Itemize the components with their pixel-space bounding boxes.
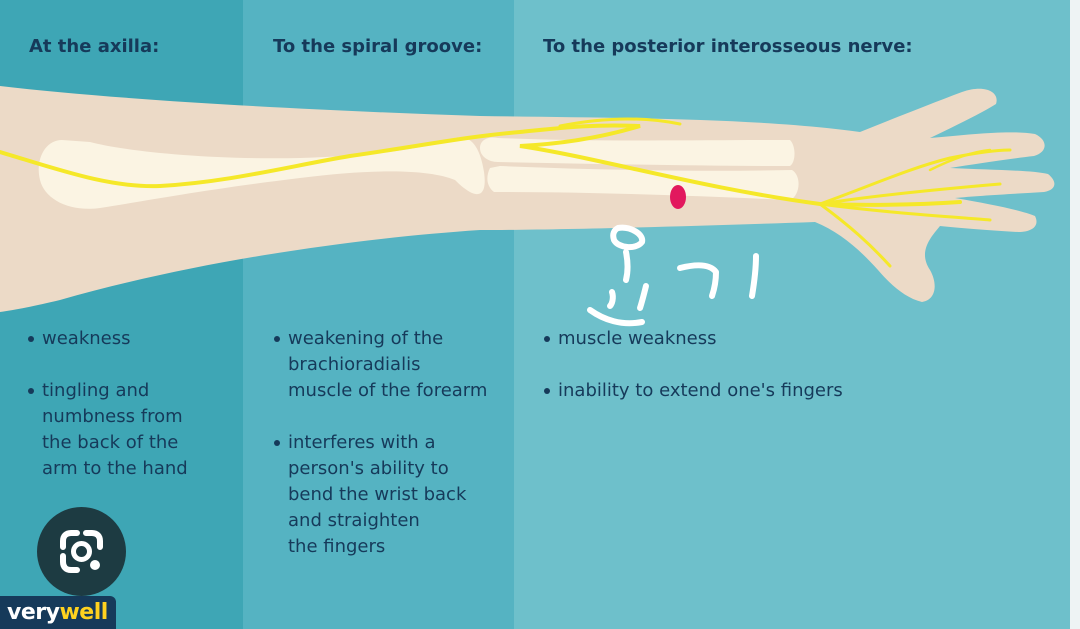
handwriting-annotation	[587, 224, 759, 327]
screen-edge-strip	[1070, 0, 1080, 629]
list-item: muscle weakness	[544, 326, 1044, 352]
list-item: weakness	[28, 326, 238, 352]
nerve-branch	[818, 182, 1002, 206]
brand-logo-part-2: well	[59, 600, 108, 625]
list-item: interferes with a person's ability to be…	[274, 430, 509, 560]
brand-logo: verywell	[0, 596, 116, 629]
heading-posterior-interosseous: To the posterior interosseous nerve:	[543, 36, 913, 57]
radius-bone	[480, 137, 795, 166]
list-item: tingling and numbness from the back of t…	[28, 378, 238, 482]
radial-nerve	[0, 123, 962, 207]
nerve-branch	[818, 148, 1012, 206]
heading-axilla: At the axilla:	[29, 36, 160, 57]
bullet-list-axilla: weakness tingling and numbness from the …	[28, 326, 238, 508]
nerve-branch	[928, 148, 992, 172]
heading-spiral-groove: To the spiral groove:	[273, 36, 483, 57]
lens-search-button[interactable]	[37, 507, 126, 596]
list-item: weakening of the brachioradialis muscle …	[274, 326, 509, 404]
arm-silhouette	[0, 86, 1055, 312]
nerve-branch	[818, 202, 892, 268]
nerve-branch	[558, 117, 682, 128]
brand-logo-part-1: very	[7, 600, 60, 625]
nerve-branch	[818, 202, 992, 222]
bullet-list-spiral-groove: weakening of the brachioradialis muscle …	[274, 326, 509, 586]
injury-mark	[670, 185, 686, 209]
camera-lens-icon	[60, 530, 103, 573]
ulna-bone	[487, 166, 799, 200]
list-item: inability to extend one's fingers	[544, 378, 1044, 404]
bullet-list-posterior-interosseous: muscle weakness inability to extend one'…	[544, 326, 1044, 430]
panel-spiral-groove	[243, 0, 514, 629]
